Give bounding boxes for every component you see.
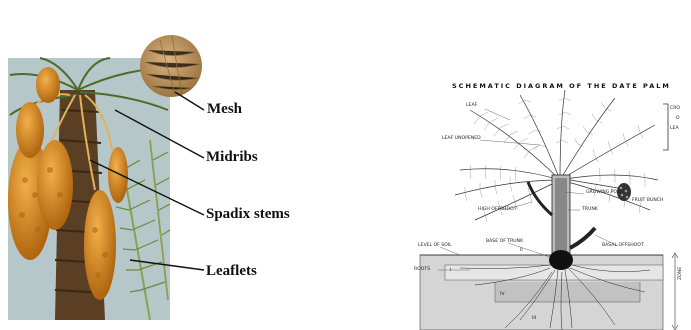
- mesh-callout: Mesh: [207, 101, 242, 118]
- high-offshoot: [528, 182, 552, 215]
- label-crown-fragment-2: O: [676, 116, 680, 121]
- basal-offshoot: [570, 228, 595, 248]
- label-high-offshoot: HIGH OFFSHOOT: [478, 207, 517, 212]
- label-basal-offshoot: BASAL OFFSHOOT: [602, 243, 644, 248]
- label-roots: ROOTS: [414, 267, 430, 272]
- leaflets-callout: Leaflets: [206, 263, 257, 280]
- label-base-of-trunk: BASE OF TRUNK: [486, 239, 523, 244]
- label-zone-4: IV: [500, 292, 505, 297]
- label-zone-3: III: [532, 316, 536, 321]
- label-zone-2: II: [520, 248, 523, 253]
- label-trunk: TRUNK: [582, 207, 598, 212]
- crown-bracket: [663, 104, 668, 150]
- label-growing-point: GROWING POINT: [586, 190, 625, 195]
- label-crown-fragment: CRO: [670, 106, 680, 111]
- base-of-trunk: [549, 250, 573, 270]
- label-depth: ZONE: [678, 267, 683, 280]
- label-leaf-unopened: LEAF UNOPENED: [442, 136, 481, 141]
- label-level-of-soil: LEVEL OF SOIL: [418, 243, 452, 248]
- label-zone-1: I: [450, 268, 451, 273]
- spadix-stems-callout: Spadix stems: [206, 206, 290, 223]
- date-palm-photo-panel: Mesh Midribs Spadix stems Leaflets: [0, 0, 300, 330]
- label-leaf: LEAF: [466, 103, 477, 108]
- schematic-diagram-panel: SCHEMATIC DIAGRAM OF THE DATE PALM: [400, 70, 691, 330]
- label-fruit-bunch: FRUIT BUNCH: [632, 198, 663, 203]
- label-leaves-fragment: LEA: [670, 126, 679, 131]
- midribs-callout: Midribs: [206, 149, 258, 166]
